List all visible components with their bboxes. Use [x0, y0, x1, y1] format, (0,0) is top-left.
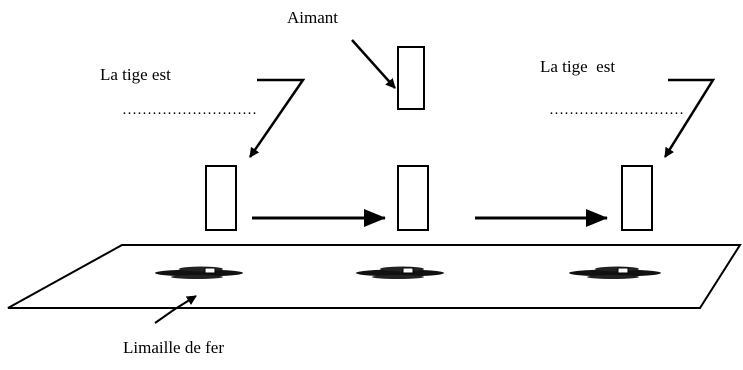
magnet-label: Aimant	[287, 8, 338, 27]
table-surface	[7, 244, 742, 309]
iron-filings-right-icon	[569, 266, 661, 279]
rod-left-blank: ………………………	[122, 102, 257, 118]
rod-left-label: La tige est	[100, 65, 171, 84]
filings-pointer	[154, 295, 197, 324]
iron-filings-middle-icon	[356, 266, 444, 279]
filings-label: Limaille de fer	[123, 338, 225, 357]
iron-filings-left-icon	[155, 266, 243, 279]
magnet-pointer-arrow	[351, 39, 396, 89]
rod-middle-icon	[397, 165, 429, 231]
rod-right-icon	[621, 165, 653, 231]
rod-right-blank: ………………………	[549, 102, 684, 118]
rod-left-icon	[205, 165, 237, 231]
right-label-pointer	[663, 78, 716, 158]
magnet-icon	[397, 46, 425, 110]
left-label-pointer	[248, 78, 306, 158]
rod-right-label: La tige est	[540, 57, 616, 76]
